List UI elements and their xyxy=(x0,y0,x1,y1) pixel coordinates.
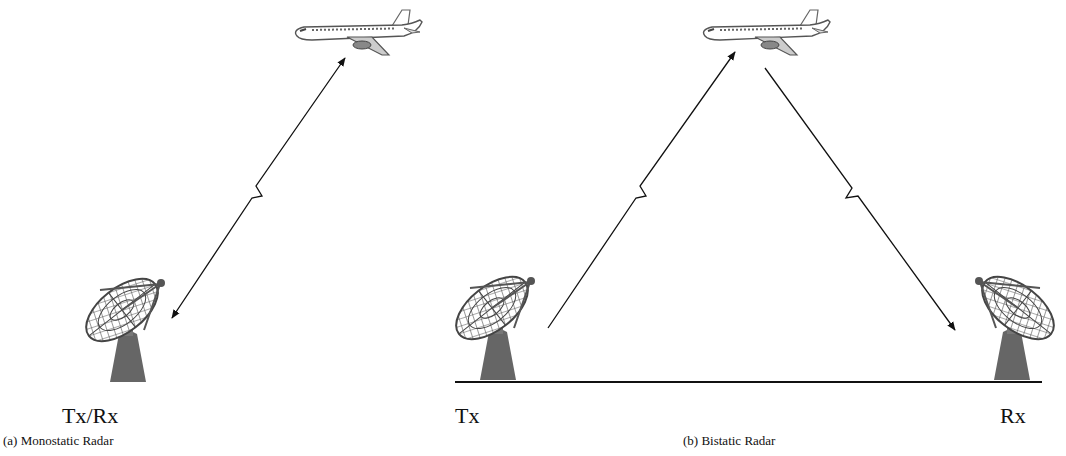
caption-text: (a) Monostatic Radar xyxy=(3,434,113,448)
station-label: Tx/Rx xyxy=(62,404,118,428)
station-label: Rx xyxy=(1000,404,1026,428)
caption-text: (b) Bistatic Radar xyxy=(683,434,775,448)
station-label: Tx xyxy=(455,404,479,428)
